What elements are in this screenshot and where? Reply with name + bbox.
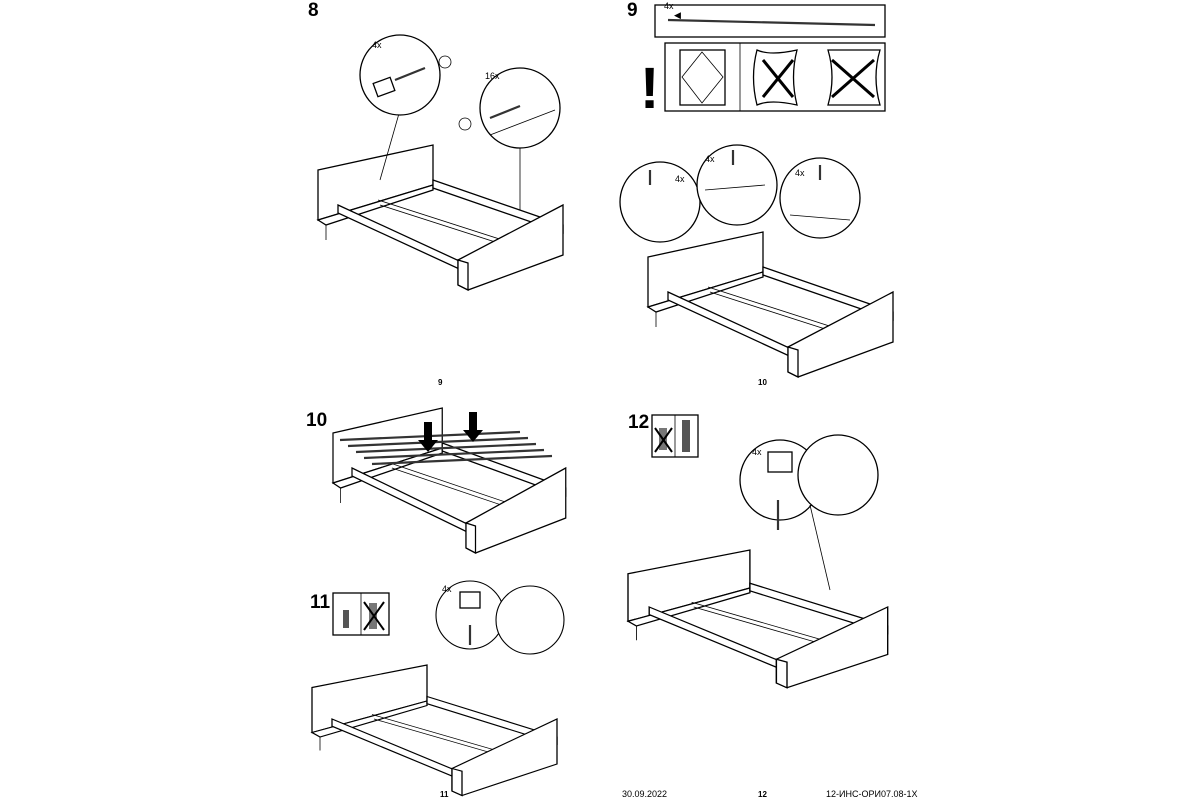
correct-slat-shape-icon [679,49,726,106]
bed-frame-drawing [332,407,567,554]
page-number: 11 [440,790,449,799]
incorrect-slat-shape-icon [752,49,798,106]
arrow-down-icon [418,412,483,452]
footer-date: 30.09.2022 [622,789,667,799]
bed-frame-drawing [311,664,558,797]
warning-icon: ! [640,56,659,121]
page-number: 12 [758,790,767,799]
arrow-left-icon: ◀ [674,10,681,20]
step-11-number: 11 [310,592,331,613]
step-12-number: 12 [628,412,649,433]
step-8-number: 8 [308,0,319,21]
step-9-number: 9 [627,0,638,21]
screw-selection-panel [332,592,390,636]
step-8-qty-a: 4x [372,40,382,50]
callout-fitting [739,434,879,591]
bed-frame-drawing [627,549,889,689]
page-number: 10 [758,378,767,387]
callout-screw [458,67,561,149]
step-8-qty-b: 16x [485,71,500,81]
slat-qty: 4x [664,1,674,11]
bed-frame-drawing [317,144,564,291]
bed-frame-drawing [647,231,894,378]
footer-document-code: 12-ИНС-ОРИ07.08-1Х [826,789,917,799]
incorrect-slat-shape-icon [827,49,881,106]
callout-fitting [435,580,565,655]
screw-selection-panel [651,414,699,458]
callout-bracket [359,34,452,116]
step-12-qty: 4x [752,447,762,457]
step-9-qty-b: 4x [705,154,715,164]
page-number: 9 [438,378,443,387]
step-9-qty-a: 4x [675,174,685,184]
step-10-number: 10 [306,410,327,431]
step-9-qty-c: 4x [795,168,805,178]
step-11-qty: 4x [442,584,452,594]
callout-bolts [619,144,861,243]
